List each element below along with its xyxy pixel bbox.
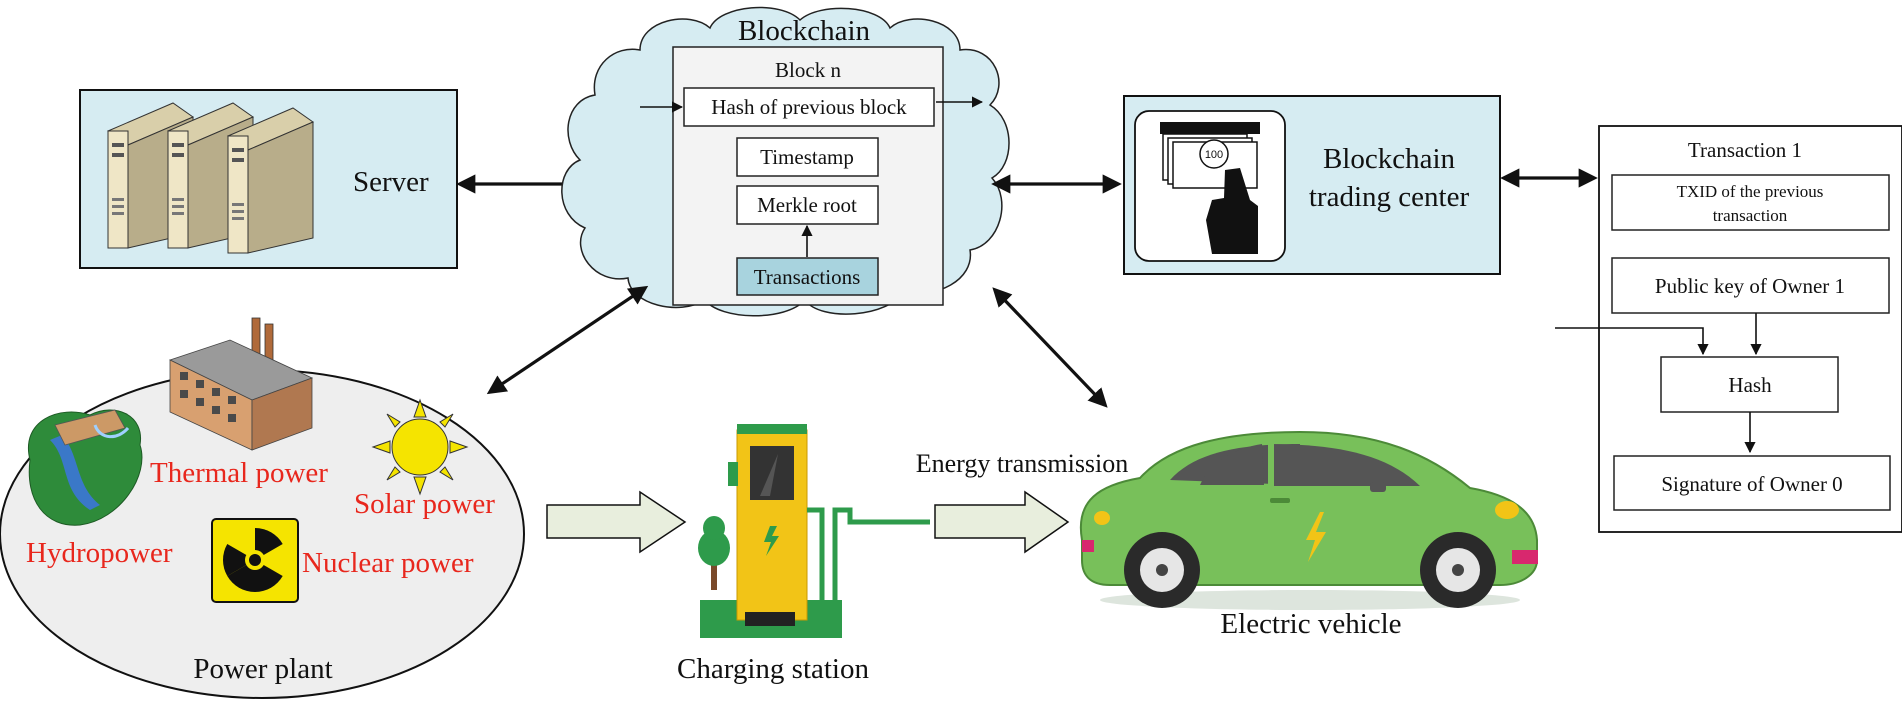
server-panel: Server [79, 89, 458, 269]
nuclear-power-label: Nuclear power [302, 547, 474, 579]
flow-arrow-to-vehicle [934, 490, 1070, 554]
solar-power-label: Solar power [354, 488, 495, 520]
merkle-label: Merkle root [757, 193, 857, 217]
txid-line1: TXID of the previous [1677, 182, 1824, 201]
merkle-box [736, 185, 879, 225]
hydro-dam-icon [27, 409, 143, 526]
trading-center-line2: trading center [1309, 181, 1470, 213]
timestamp-label: Timestamp [760, 145, 854, 169]
radiation-icon [211, 518, 299, 603]
pubkey-label: Public key of Owner 1 [1655, 274, 1845, 298]
hash-label: Hash [1728, 373, 1772, 397]
hydropower-label: Hydropower [26, 537, 173, 569]
electric-vehicle-label: Electric vehicle [1220, 608, 1401, 640]
hash-prev-label: Hash of previous block [711, 95, 907, 119]
power-plant-label: Power plant [193, 653, 332, 685]
signature-label: Signature of Owner 0 [1661, 472, 1842, 496]
blockchain-powerplant-arrow [486, 285, 649, 395]
trading-center-line1: Blockchain [1323, 143, 1456, 175]
server-icon [106, 102, 315, 254]
hash-box [1660, 356, 1839, 413]
signature-box [1613, 455, 1891, 511]
energy-transmission-label: Energy transmission [916, 449, 1129, 478]
external-hash-arrow [1555, 327, 1709, 356]
note-value: 100 [1205, 149, 1223, 161]
trading-center-panel: 100 Blockchain trading center [1123, 95, 1501, 275]
timestamp-box [736, 137, 879, 177]
thermal-power-label: Thermal power [150, 457, 328, 489]
server-label: Server [353, 166, 429, 198]
flow-arrow-to-station [546, 490, 687, 554]
transaction-title: Transaction 1 [1688, 138, 1802, 162]
blockchain-title: Blockchain [738, 15, 871, 47]
transactions-label: Transactions [754, 265, 861, 289]
transaction-panel: Transaction 1 TXID of the previous trans… [1555, 125, 1902, 533]
power-plant-ellipse: Thermal power Solar power Hydropower [0, 317, 525, 699]
electric-car-icon [1079, 430, 1538, 610]
blockchain-vehicle-arrow [992, 287, 1108, 408]
charging-station-icon [698, 424, 930, 638]
hash-prev-box [683, 87, 935, 127]
charging-station-label: Charging station [677, 653, 869, 685]
thermal-plant-icon [168, 317, 314, 451]
pubkey-box [1611, 257, 1890, 314]
transactions-box [736, 257, 879, 296]
block-label: Block n [775, 58, 841, 82]
blockchain-cloud: Blockchain Block n Hash of previous bloc… [561, 6, 1010, 317]
txid-line2: transaction [1713, 206, 1788, 225]
txid-box [1611, 174, 1890, 231]
sun-icon [371, 398, 469, 496]
